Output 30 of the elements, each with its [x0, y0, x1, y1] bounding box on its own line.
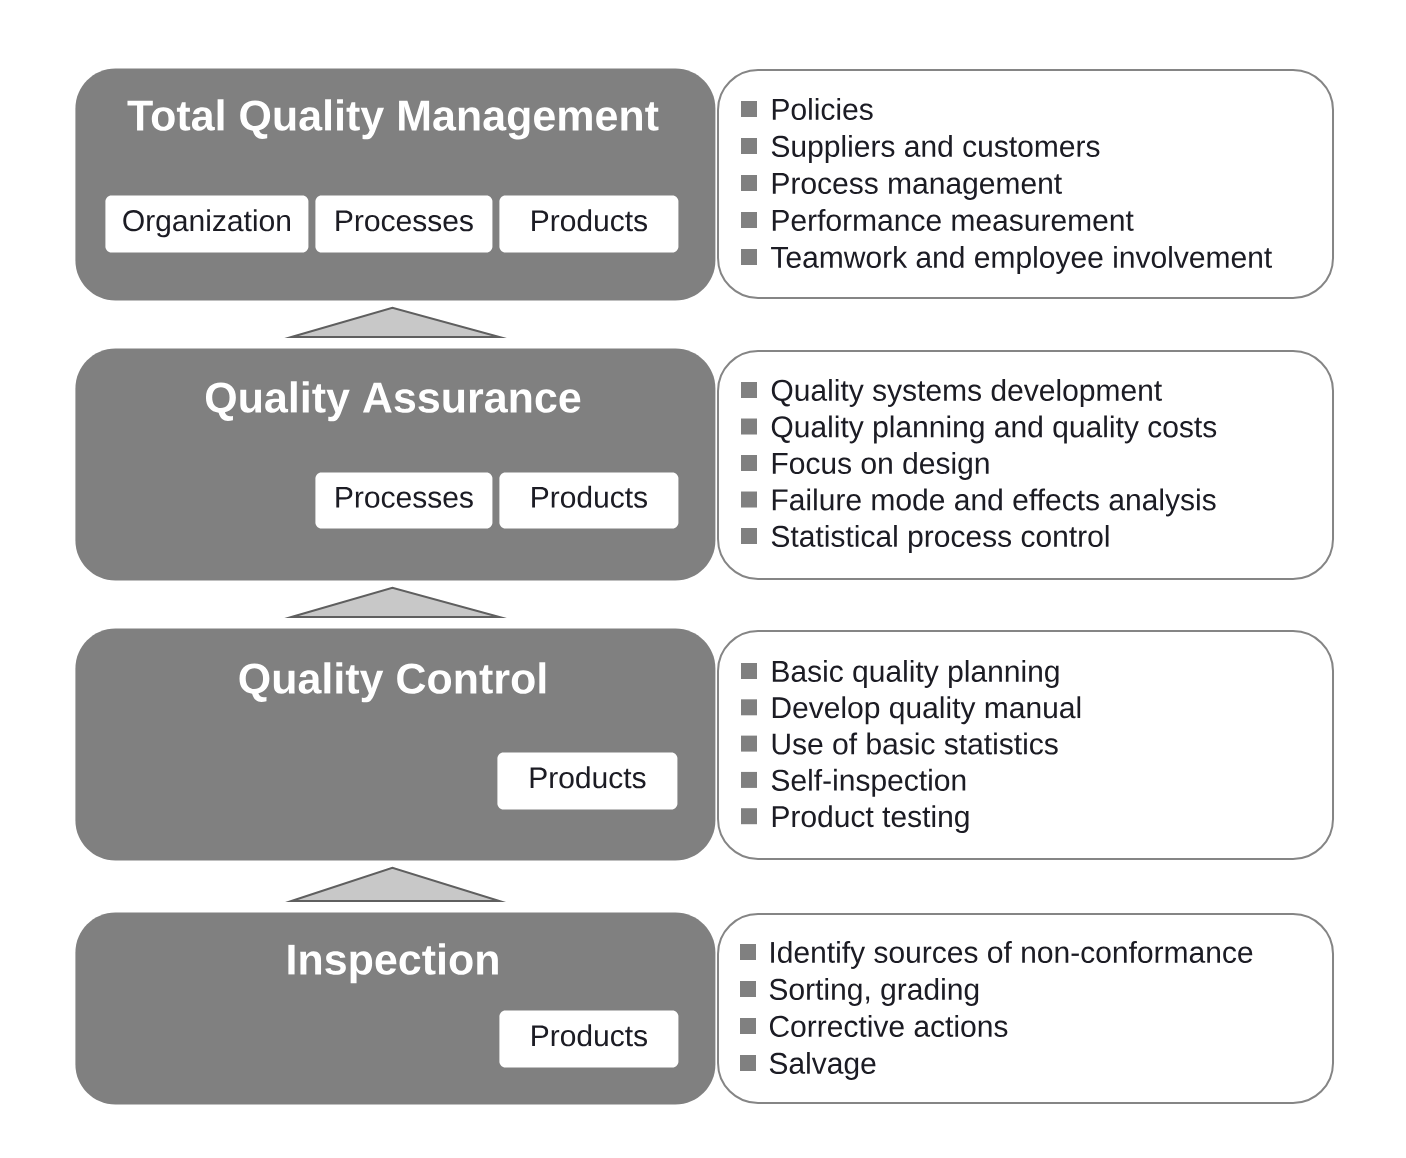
list-item: Corrective actions [769, 1015, 1008, 1037]
list-item: Basic quality planning [772, 659, 1059, 688]
list-item: Use of basic statistics [772, 732, 1058, 755]
list-item: Process management [772, 173, 1062, 200]
list-item: Salvage [769, 1052, 876, 1080]
category-tag: Organization [105, 195, 309, 253]
list-item: Failure mode and effects analysis [772, 488, 1216, 517]
list-item: Product testing [772, 805, 969, 834]
category-tag: Products [497, 752, 678, 810]
category-tag: Processes [315, 195, 493, 253]
list-item: Self-inspection [771, 768, 966, 797]
level-title: Total Quality Management [127, 99, 659, 140]
list-item: Develop quality manual [772, 696, 1081, 725]
category-tag: Processes [315, 472, 493, 529]
category-tag: Products [499, 472, 679, 529]
list-item: Quality planning and quality costs [771, 415, 1217, 444]
level-title: Inspection [288, 943, 498, 984]
list-item: Suppliers and customers [771, 134, 1100, 163]
list-item: Focus on design [772, 451, 989, 480]
list-item: Policies [772, 97, 873, 120]
list-item: Teamwork and employee involvement [771, 245, 1272, 274]
list-item: Quality systems development [771, 378, 1162, 407]
list-item: Identify sources of non-conformance [771, 941, 1253, 969]
list-item: Sorting, grading [769, 978, 979, 1006]
level-title: Quality Control [239, 662, 546, 703]
category-tag: Products [499, 195, 679, 253]
list-item: Performance measurement [772, 209, 1134, 231]
level-title: Quality Assurance [205, 381, 581, 422]
category-tag: Products [499, 1010, 679, 1068]
list-item: Statistical process control [771, 524, 1109, 553]
